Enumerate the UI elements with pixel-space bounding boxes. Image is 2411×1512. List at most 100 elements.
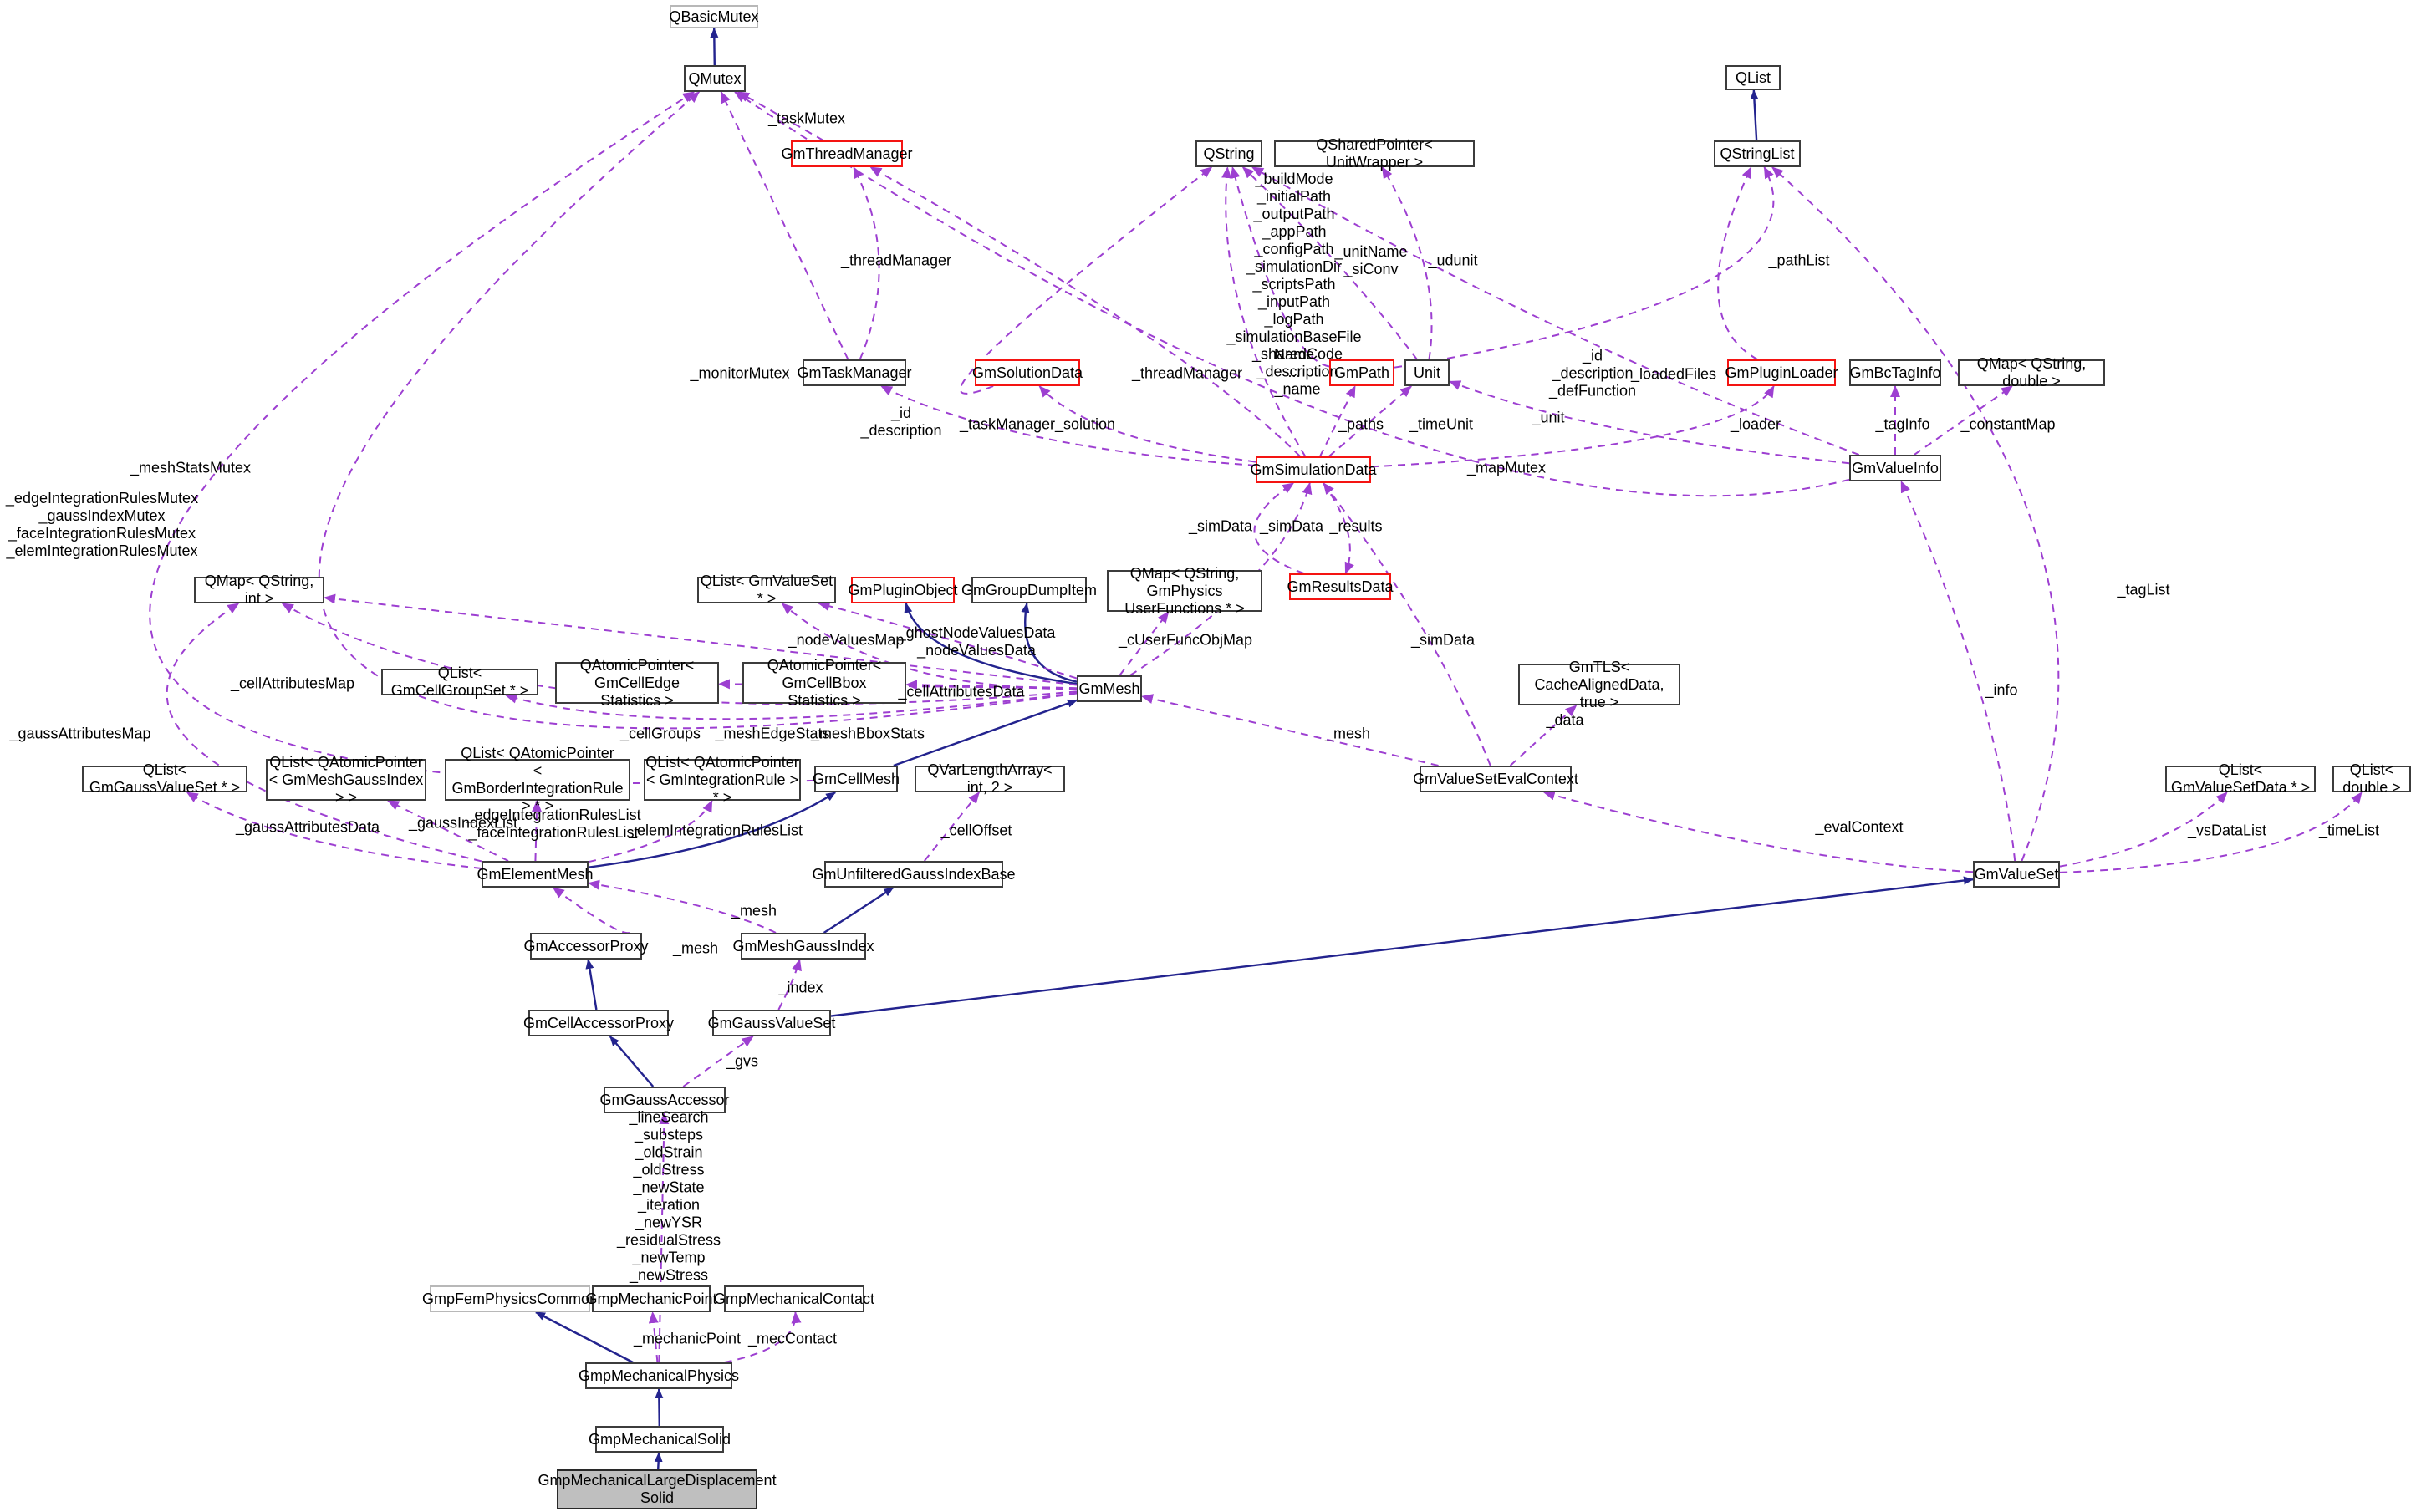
association-edge-gmvalueset-qlist_double bbox=[2059, 792, 2363, 873]
class-node-gmpluginobject[interactable]: GmPluginObject bbox=[848, 577, 958, 603]
inheritance-edge-gmcellaccessorproxy-gmaccessorproxy bbox=[585, 959, 598, 1011]
class-node-qbasicmutex[interactable]: QBasicMutex bbox=[669, 5, 759, 28]
edge-label-gmmesh-gmsimulationdata: _simData bbox=[1259, 517, 1324, 535]
class-node-gmpmechanicpoint[interactable]: GmpMechanicPoint bbox=[585, 1285, 717, 1312]
edge-label-gmvalueset-gmvaluesetevalcontext: _evalContext bbox=[1815, 818, 1904, 836]
edge-label-gmsimulationdata-gmtaskmanager: _taskManager bbox=[959, 415, 1056, 433]
edge-label-gmvalueset-gmvalueinfo: _info bbox=[1985, 681, 2018, 699]
association-edge-gmsimulationdata-unit bbox=[1328, 385, 1413, 457]
class-node-gmvalueset[interactable]: GmValueSet bbox=[1973, 861, 2060, 888]
edge-label-gmvalueset-qlist_valuesetdata: _vsDataList bbox=[2187, 822, 2267, 839]
class-node-qmap_qstring_int[interactable]: QMap< QString, int > bbox=[194, 573, 324, 607]
class-node-gmaccessorproxy[interactable]: GmAccessorProxy bbox=[523, 933, 649, 960]
class-node-gmpmechanicallargedisplacementsolid[interactable]: GmpMechanicalLargeDisplacement Solid bbox=[538, 1469, 777, 1509]
class-node-gmgaussvalueset[interactable]: GmGaussValueSet bbox=[708, 1010, 835, 1036]
association-edge-gmvalueinfo-unit bbox=[1449, 380, 1850, 465]
association-edge-gmvaluesetevalcontext-gmsimulationdata bbox=[1323, 482, 1491, 766]
edge-label-unit-qsharedptr: _udunit bbox=[1428, 252, 1478, 269]
class-node-qmap_qstring_double[interactable]: QMap< QString, double > bbox=[1958, 355, 2105, 389]
edge-label-gmvalueinfo-unit: _unit bbox=[1532, 409, 1565, 426]
class-node-gmmesh[interactable]: GmMesh bbox=[1077, 675, 1142, 702]
class-node-gmgaussaccessor[interactable]: GmGaussAccessor bbox=[599, 1087, 730, 1113]
class-node-qlist_integrationrule[interactable]: QList< QAtomicPointer < GmIntegrationRul… bbox=[644, 754, 801, 806]
association-edge-gmsimulationdata-gmpluginloader bbox=[1370, 385, 1775, 468]
association-edge-gmvalueset-qstringlist bbox=[1771, 166, 2060, 862]
class-node-qatomic_celledge[interactable]: QAtomicPointer< GmCellEdge Statistics > bbox=[555, 657, 719, 709]
class-node-gmsimulationdata[interactable]: GmSimulationData bbox=[1250, 456, 1377, 483]
edge-label-gmmesh-qatomic_celledge: _meshEdgeStats bbox=[715, 725, 830, 742]
class-node-gmsolutiondata[interactable]: GmSolutionData bbox=[972, 359, 1083, 386]
class-node-gmvalueinfo[interactable]: GmValueInfo bbox=[1849, 455, 1941, 481]
class-node-qlist_borderintegrationrule[interactable]: QList< QAtomicPointer < GmBorderIntegrat… bbox=[445, 745, 630, 814]
inheritance-edge-gmpmechanicallargedisplacementsolid-gmpmechanicalsolid bbox=[654, 1452, 663, 1470]
association-edge-gmvalueset-gmvaluesetevalcontext bbox=[1542, 790, 1974, 873]
class-node-gmpmechanicalphysics[interactable]: GmpMechanicalPhysics bbox=[579, 1362, 739, 1389]
edge-label-gmsimulationdata-gmpath: _paths bbox=[1338, 415, 1384, 433]
class-node-qlist_gaussvalueset[interactable]: QList< GmGaussValueSet * > bbox=[82, 761, 247, 796]
association-edge-unit-qsharedptr bbox=[1381, 166, 1433, 360]
association-edge-gmunfilteredgaussindexbase-qvarlengtharray bbox=[923, 792, 981, 862]
class-node-qatomic_cellbbox[interactable]: QAtomicPointer< GmCellBbox Statistics > bbox=[742, 657, 906, 709]
edge-label-gmmesh-qatomic_cellbbox: _meshBboxStats bbox=[810, 725, 925, 742]
class-node-gmpmechanicalcontact[interactable]: GmpMechanicalContact bbox=[714, 1285, 874, 1312]
edge-label-gmsimulationdata-gmthreadmanager: _threadManager bbox=[1131, 364, 1243, 382]
class-node-gmgroupdumpitem[interactable]: GmGroupDumpItem bbox=[961, 577, 1097, 603]
edge-label-gmmesh-qmutex: _meshStatsMutex bbox=[130, 459, 252, 476]
inheritance-edge-gmcellmesh-gmmesh bbox=[893, 699, 1078, 767]
class-node-gmvaluesetevalcontext[interactable]: GmValueSetEvalContext bbox=[1413, 766, 1578, 792]
association-edge-gmsimulationdata-gmthreadmanager bbox=[869, 166, 1301, 457]
class-node-qlist[interactable]: QList bbox=[1725, 65, 1781, 90]
class-node-qsharedptr[interactable]: QSharedPointer< UnitWrapper > bbox=[1274, 136, 1475, 171]
class-node-qlist_cellgroupset[interactable]: QList< GmCellGroupSet * > bbox=[381, 664, 538, 699]
class-node-qlist_gmvalueset[interactable]: QList< GmValueSet * > bbox=[697, 573, 836, 607]
class-node-qmutex[interactable]: QMutex bbox=[684, 65, 746, 92]
class-node-qvarlengtharray[interactable]: QVarLengthArray< int, 2 > bbox=[915, 761, 1065, 796]
class-node-unit[interactable]: Unit bbox=[1404, 359, 1450, 386]
class-node-gmpmechanicalsolid[interactable]: GmpMechanicalSolid bbox=[589, 1426, 731, 1453]
class-node-qstring[interactable]: QString bbox=[1195, 140, 1262, 167]
class-node-gmunfilteredgaussindexbase[interactable]: GmUnfilteredGaussIndexBase bbox=[812, 861, 1016, 888]
edge-label-gmelementmesh-qlist_gaussvalueset: _gaussAttributesData bbox=[235, 818, 380, 836]
edge-label-gmelementmesh-qmap_qstring_int: _gaussAttributesMap bbox=[9, 725, 151, 742]
association-edge-gmvalueset-qlist_valuesetdata bbox=[2059, 792, 2228, 868]
class-node-qmap_userfunctions[interactable]: QMap< QString, GmPhysics UserFunctions *… bbox=[1107, 565, 1262, 617]
class-node-gmthreadmanager[interactable]: GmThreadManager bbox=[781, 140, 913, 167]
association-edge-gmmesh-qatomic_cellbbox bbox=[905, 680, 1078, 690]
class-node-qlist_meshgaussindex[interactable]: QList< QAtomicPointer < GmMeshGaussIndex… bbox=[266, 754, 426, 806]
edge-label-gmunfilteredgaussindexbase-qvarlengtharray: _cellOffset bbox=[940, 822, 1012, 839]
edge-label-gmgaussaccessor-gmgaussvalueset: _gvs bbox=[726, 1052, 759, 1070]
inheritance-edge-gmmeshgaussindex-gmunfilteredgaussindexbase bbox=[823, 886, 895, 934]
class-node-qstringlist[interactable]: QStringList bbox=[1714, 140, 1801, 167]
class-node-gmpath[interactable]: GmPath bbox=[1329, 359, 1394, 386]
class-node-gmtaskmanager[interactable]: GmTaskManager bbox=[797, 359, 912, 386]
association-edge-gmsimulationdata-qstring bbox=[1221, 166, 1307, 457]
class-node-gmresultsdata[interactable]: GmResultsData bbox=[1287, 573, 1394, 600]
class-node-qlist_double[interactable]: QList< double > bbox=[2332, 761, 2411, 796]
edge-label-gmpluginloader-qstringlist: _loadedFiles bbox=[1630, 365, 1717, 383]
edge-label-gmmesh-qlist_gmvalueset: _ghostNodeValuesData _nodeValuesData bbox=[897, 624, 1056, 659]
association-edge-gmelementmesh-qmap_qstring_int bbox=[166, 603, 482, 863]
association-edge-gmgaussaccessor-gmgaussvalueset bbox=[682, 1036, 754, 1087]
association-edge-gmtaskmanager-gmthreadmanager bbox=[853, 166, 880, 360]
inheritance-edge-gmgaussaccessor-gmcellaccessorproxy bbox=[609, 1036, 655, 1087]
edge-label-gmsimulationdata-gmpluginloader: _loader bbox=[1730, 415, 1781, 433]
class-node-gmbctaginfo[interactable]: GmBcTagInfo bbox=[1849, 359, 1941, 386]
class-node-gmpluginloader[interactable]: GmPluginLoader bbox=[1725, 359, 1838, 386]
class-node-gmcellaccessorproxy[interactable]: GmCellAccessorProxy bbox=[523, 1010, 674, 1036]
inheritance-edge-gmgaussvalueset-gmvalueset bbox=[830, 876, 1974, 1017]
inheritance-edge-qmutex-qbasicmutex bbox=[710, 28, 719, 66]
class-node-gmmeshgaussindex[interactable]: GmMeshGaussIndex bbox=[732, 933, 874, 960]
class-node-gmtls[interactable]: GmTLS< CacheAlignedData, true > bbox=[1518, 659, 1680, 710]
edge-label-gmthreadmanager-qmutex: _taskMutex bbox=[767, 109, 846, 127]
edge-label-gmcellmesh-qmutex: _edgeIntegrationRulesMutex _gaussIndexMu… bbox=[5, 490, 199, 559]
association-edge-gmgaussvalueset-gmmeshgaussindex bbox=[777, 959, 802, 1011]
class-node-gmcellmesh[interactable]: GmCellMesh bbox=[813, 766, 900, 792]
association-edge-gmvaluesetevalcontext-gmtls bbox=[1509, 705, 1578, 766]
edge-label-gmsimulationdata-qstring: _buildMode _initialPath _outputPath _app… bbox=[1226, 171, 1362, 380]
edge-label-gmvalueinfo-qstring: _id _description _defFunction bbox=[1548, 347, 1637, 400]
class-node-qlist_valuesetdata[interactable]: QList< GmValueSetData * > bbox=[2165, 761, 2316, 796]
class-node-gmpfemphysicscommon[interactable]: GmpFemPhysicsCommon bbox=[422, 1285, 598, 1312]
class-node-gmelementmesh[interactable]: GmElementMesh bbox=[477, 861, 594, 888]
association-edge-gmsimulationdata-gmtaskmanager bbox=[880, 385, 1256, 466]
